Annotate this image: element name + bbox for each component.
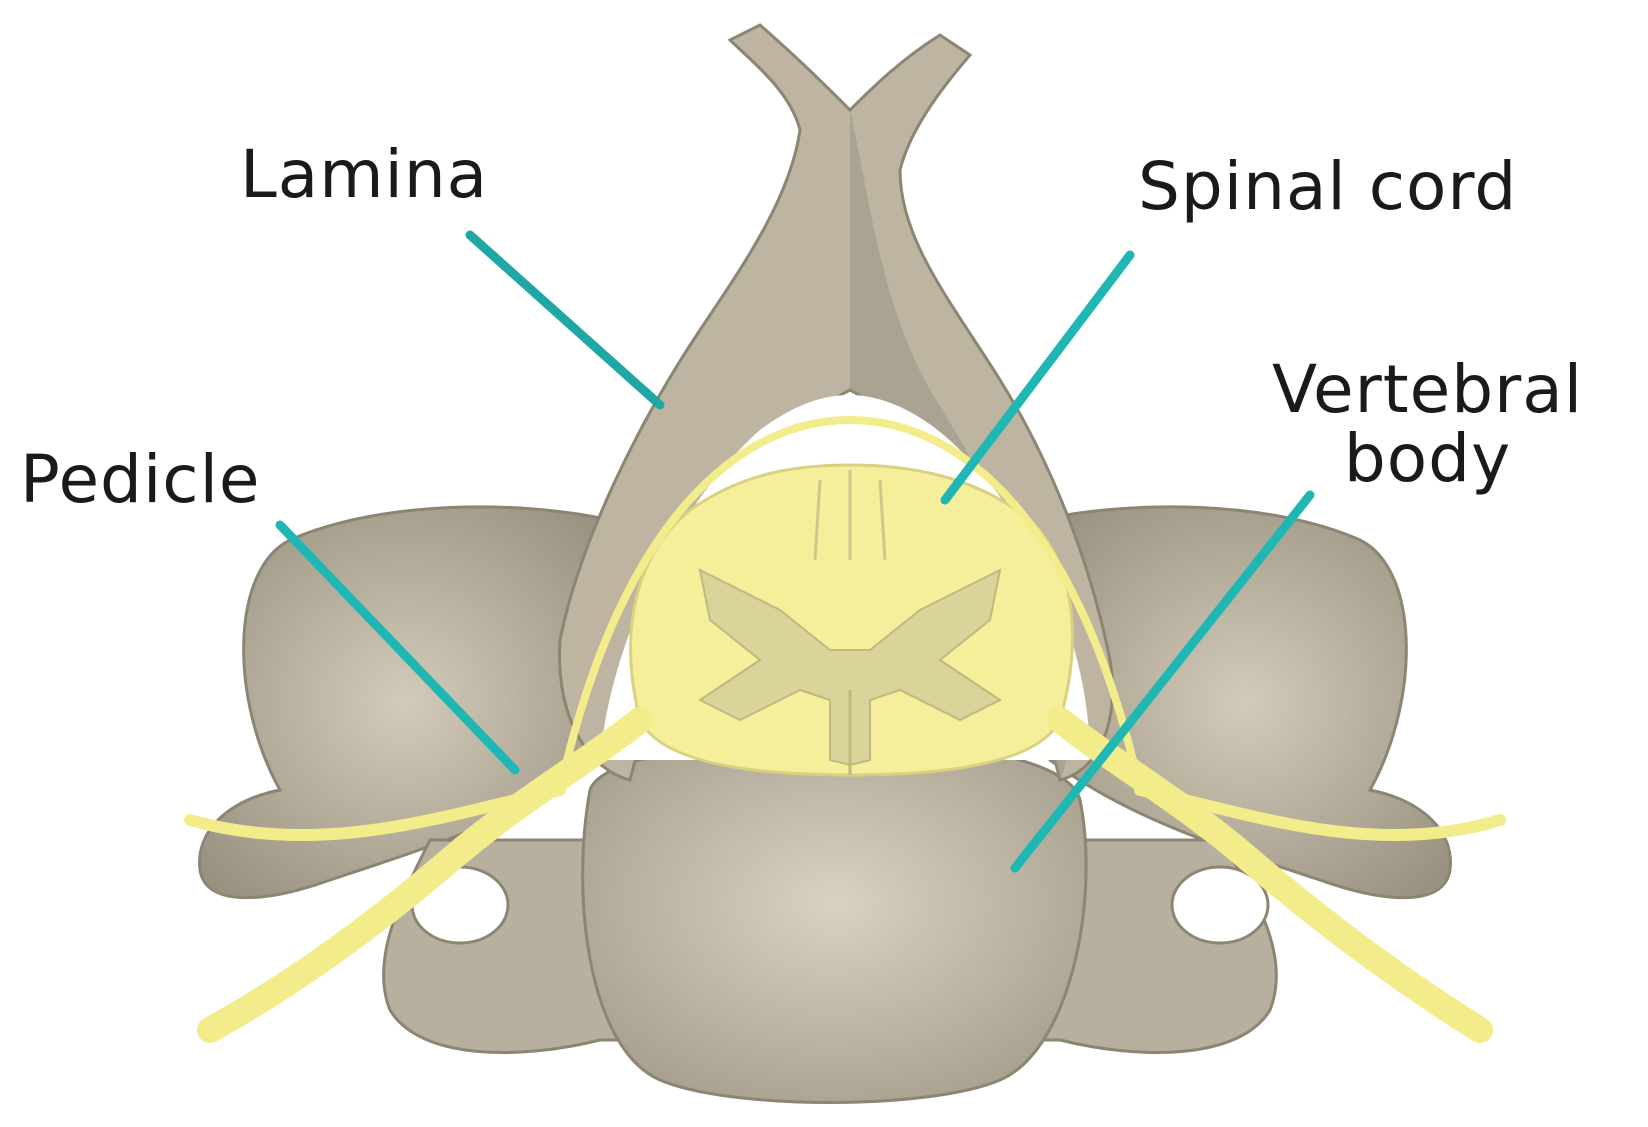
label-vertebral-body: Vertebral body	[1272, 355, 1583, 494]
label-vertebral-body-line1: Vertebral	[1272, 355, 1583, 424]
label-spinal-cord: Spinal cord	[1138, 152, 1517, 221]
label-vertebral-body-line2: body	[1272, 424, 1583, 493]
label-pedicle: Pedicle	[20, 445, 261, 514]
vertebral-body-shape	[583, 740, 1086, 1103]
label-lamina: Lamina	[240, 140, 488, 209]
lamina-pointer	[470, 235, 660, 405]
